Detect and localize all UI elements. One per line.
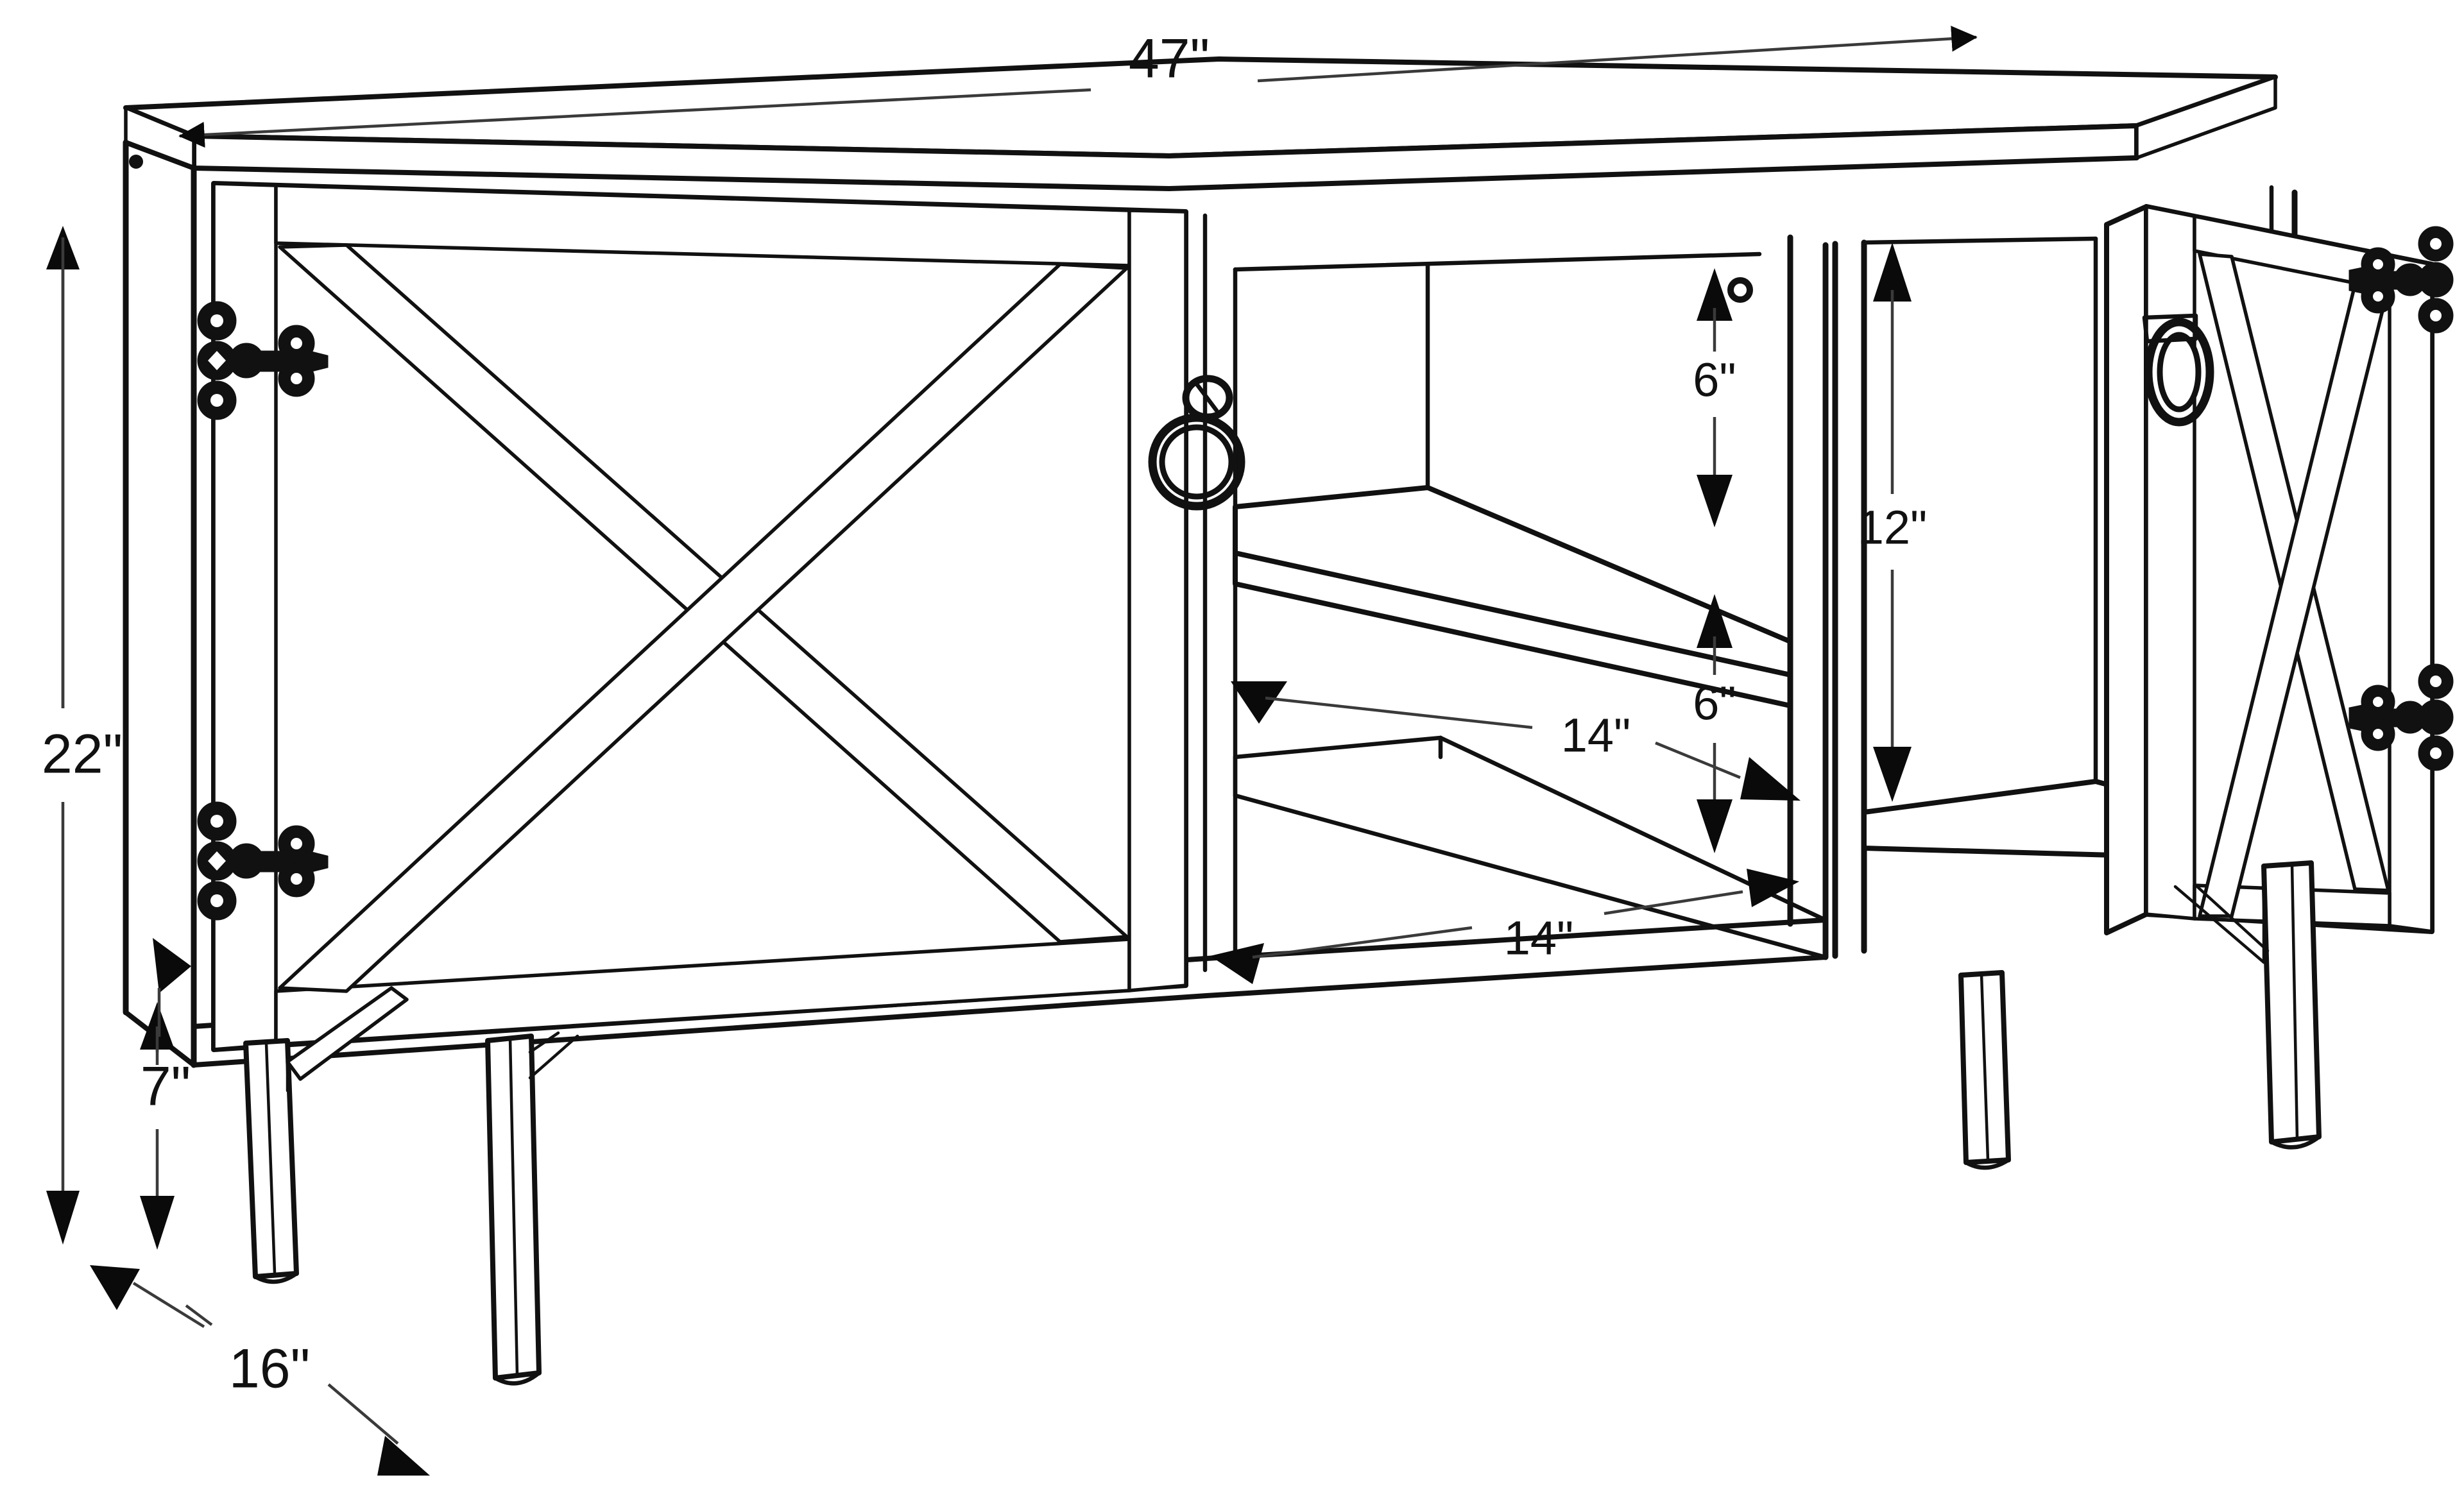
dimension-label-overall-width: 47" [1129, 28, 1210, 90]
dimension-label-overall-height: 22" [42, 724, 123, 785]
strap-hinge-lower-left [197, 801, 329, 921]
dimension-lower-compartment [1697, 594, 1733, 853]
center-open-shelf-section [1202, 213, 1829, 973]
dimension-leg-height [140, 938, 191, 1250]
strap-hinge-lower-right [2348, 663, 2454, 771]
leg-brace-front-left [286, 986, 409, 1093]
tapered-leg-front-left [243, 1038, 299, 1284]
dimension-upper-compartment [1697, 268, 1753, 527]
right-barn-door-open[interactable] [2104, 204, 2434, 935]
strap-hinge-upper-left [197, 301, 329, 420]
leg-brace-rear-right [2173, 864, 2270, 964]
ring-pull-handle-left[interactable] [1148, 375, 1245, 511]
tapered-leg-front-right [1958, 970, 2011, 1170]
dimension-overall-depth [90, 1265, 430, 1476]
tapered-leg-rear-right [2261, 860, 2322, 1150]
dimension-label-overall-depth: 16" [229, 1338, 310, 1400]
strap-hinge-upper-right [2348, 226, 2454, 334]
dimension-overall-height [46, 226, 80, 1245]
dimension-label-lower-compartment: 6" [1693, 677, 1736, 730]
ring-pull-handle-right[interactable] [2142, 313, 2214, 427]
leg-brace-left-rear [528, 1031, 579, 1080]
dimension-side-cabinet-height [1873, 243, 1912, 802]
dimension-overall-width [178, 26, 1978, 148]
dimension-lower-shelf-width [1210, 869, 1799, 984]
dimension-label-upper-compartment: 6" [1693, 353, 1736, 407]
dimension-label-lower-shelf-width: 14" [1504, 912, 1574, 965]
dimension-label-side-cabinet-height: 12" [1858, 501, 1928, 554]
dimension-label-upper-shelf-width: 14" [1561, 709, 1631, 762]
dimension-label-leg-height: 7" [141, 1056, 191, 1118]
dimension-upper-shelf-width [1231, 681, 1801, 801]
tapered-leg-left-rear [485, 1034, 542, 1386]
